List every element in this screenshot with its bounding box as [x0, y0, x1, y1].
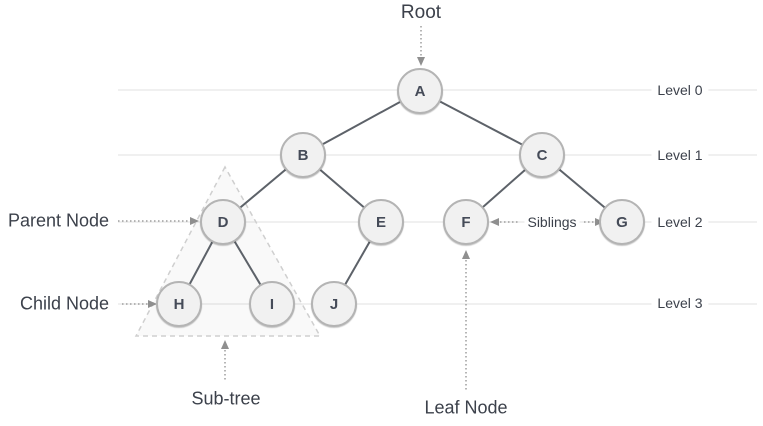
- parent-node-label: Parent Node: [8, 210, 110, 231]
- root-label: Root: [400, 2, 442, 23]
- tree-node-J: J: [311, 281, 357, 327]
- level-label-2: Level 2: [651, 214, 709, 230]
- tree-node-G: G: [599, 199, 645, 245]
- level-label-0: Level 0: [651, 82, 709, 98]
- leaf-node-arrowhead: [462, 250, 470, 259]
- tree-node-D: D: [200, 199, 246, 245]
- tree-node-F: F: [443, 199, 489, 245]
- tree-node-A: A: [397, 68, 443, 114]
- tree-node-B: B: [280, 132, 326, 178]
- siblings-left-arrowhead: [490, 218, 499, 226]
- annotation-arrowheads: [148, 57, 604, 349]
- leaf-node-label: Leaf Node: [424, 397, 508, 418]
- tree-node-E: E: [358, 199, 404, 245]
- child-node-label: Child Node: [20, 293, 110, 314]
- subtree-label: Sub-tree: [191, 388, 261, 409]
- tree-node-C: C: [519, 132, 565, 178]
- level-label-3: Level 3: [651, 295, 709, 311]
- subtree-arrowhead: [221, 340, 229, 349]
- siblings-label: Siblings: [524, 214, 580, 230]
- parent-node-arrowhead: [190, 217, 199, 225]
- level-label-1: Level 1: [651, 147, 709, 163]
- child-node-arrowhead: [148, 300, 157, 308]
- root-arrowhead: [417, 57, 425, 66]
- annotation-arrows: [118, 26, 595, 392]
- tree-node-I: I: [249, 281, 295, 327]
- tree-node-H: H: [156, 281, 202, 327]
